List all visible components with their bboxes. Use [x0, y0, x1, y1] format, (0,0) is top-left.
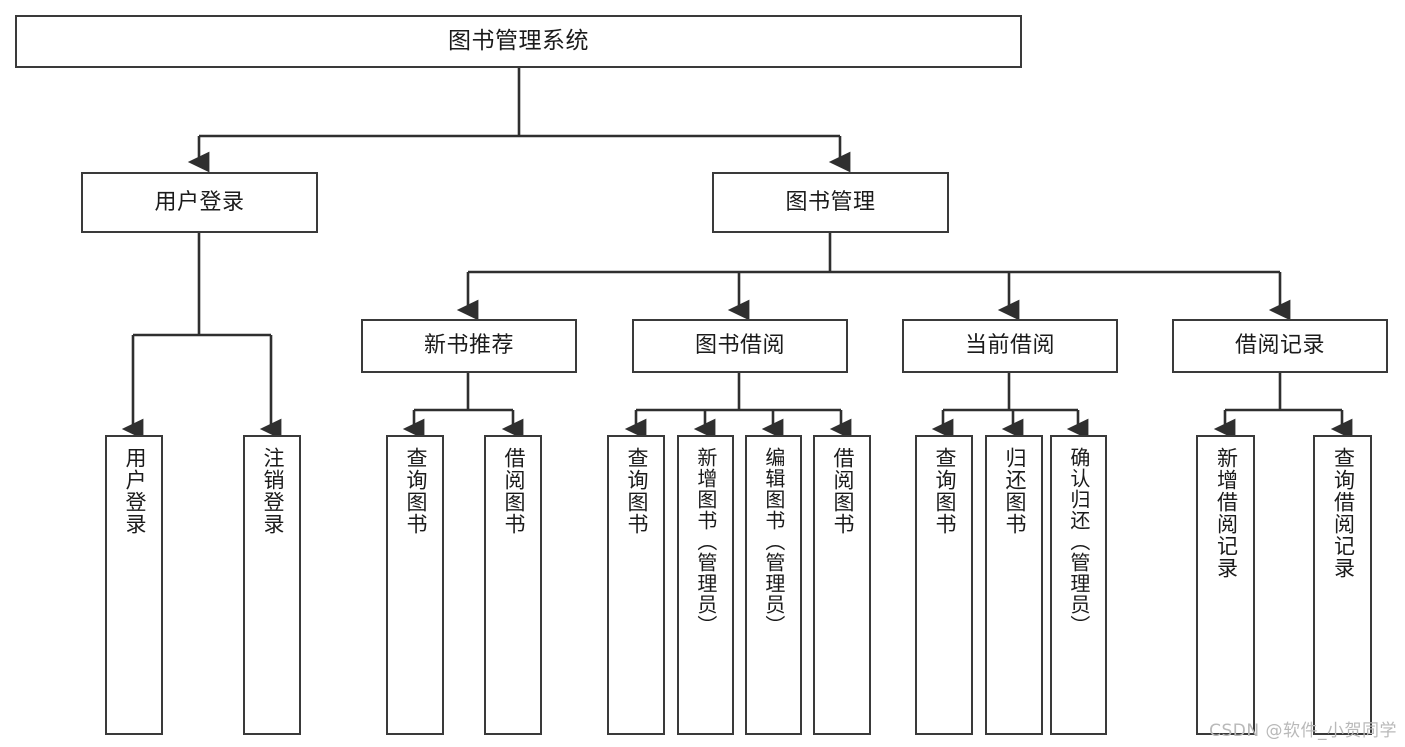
- node-leaf-edit-book-admin[interactable]: 编辑图书（管理员）: [745, 435, 802, 735]
- node-label: 新书推荐: [423, 333, 514, 359]
- node-leaf-query-book-bb[interactable]: 查询图书: [607, 435, 665, 735]
- node-label: 查询图书: [932, 447, 957, 535]
- node-leaf-query-book-cb[interactable]: 查询图书: [915, 435, 973, 735]
- node-label: 用户登录: [154, 189, 245, 215]
- node-leaf-user-login[interactable]: 用户登录: [105, 435, 163, 735]
- node-label: 图书管理系统: [448, 28, 589, 55]
- node-label: 注销登录: [260, 447, 285, 535]
- watermark-text: CSDN @软件_小贺同学: [1209, 721, 1397, 741]
- node-label: 查询图书: [624, 447, 649, 535]
- node-user-login[interactable]: 用户登录: [81, 172, 318, 233]
- node-leaf-logout[interactable]: 注销登录: [243, 435, 301, 735]
- node-leaf-query-book-nb[interactable]: 查询图书: [386, 435, 444, 735]
- node-label: 图书借阅: [694, 333, 785, 359]
- node-label: 归还图书: [1002, 447, 1027, 535]
- node-label: 用户登录: [122, 447, 147, 535]
- node-label: 借阅记录: [1234, 333, 1325, 359]
- node-leaf-add-book-admin[interactable]: 新增图书（管理员）: [677, 435, 734, 735]
- node-leaf-return-book[interactable]: 归还图书: [985, 435, 1043, 735]
- node-label: 借阅图书: [501, 447, 526, 535]
- node-new-book-recommend[interactable]: 新书推荐: [361, 319, 577, 373]
- node-label: 当前借阅: [964, 333, 1055, 359]
- node-root-system[interactable]: 图书管理系统: [15, 15, 1022, 68]
- node-label: 新增借阅记录: [1214, 447, 1239, 579]
- node-leaf-confirm-return-admin[interactable]: 确认归还（管理员）: [1050, 435, 1107, 735]
- node-label: 查询图书: [403, 447, 428, 535]
- node-label: 编辑图书（管理员）: [761, 447, 786, 636]
- node-label: 新增图书（管理员）: [693, 447, 718, 636]
- node-leaf-borrow-book-bb[interactable]: 借阅图书: [813, 435, 871, 735]
- node-current-borrow[interactable]: 当前借阅: [902, 319, 1118, 373]
- node-leaf-add-borrow-record[interactable]: 新增借阅记录: [1196, 435, 1255, 735]
- node-leaf-borrow-book-nb[interactable]: 借阅图书: [484, 435, 542, 735]
- node-label: 确认归还（管理员）: [1066, 447, 1091, 636]
- node-leaf-query-borrow-record[interactable]: 查询借阅记录: [1313, 435, 1372, 735]
- node-borrow-record[interactable]: 借阅记录: [1172, 319, 1388, 373]
- node-book-manage[interactable]: 图书管理: [712, 172, 949, 233]
- node-book-borrow[interactable]: 图书借阅: [632, 319, 848, 373]
- node-label: 图书管理: [785, 189, 876, 215]
- node-label: 借阅图书: [830, 447, 855, 535]
- node-label: 查询借阅记录: [1331, 447, 1356, 579]
